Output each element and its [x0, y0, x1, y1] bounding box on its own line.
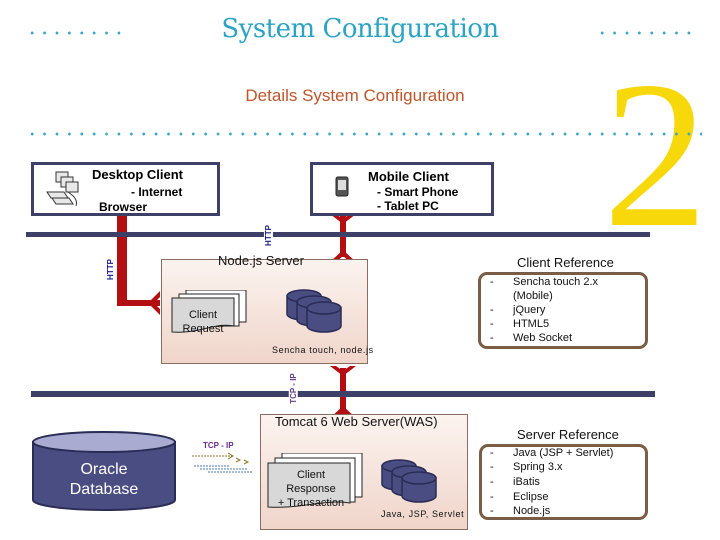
nodejs-server-title: Node.js Server	[218, 253, 304, 268]
dotted-divider-middle	[26, 132, 702, 136]
page-title: System Configuration	[221, 14, 499, 44]
client-ref-item: HTML5	[513, 318, 550, 330]
client-response-document-icon	[267, 453, 363, 508]
client-ref-dash: -	[490, 332, 494, 344]
mobile-client-detail-1: - Smart Phone	[377, 185, 459, 199]
section-number: 2	[603, 39, 708, 271]
client-response-line-3: + Transaction	[277, 497, 345, 509]
server-ref-dash: -	[490, 461, 494, 473]
mobile-client-box: Mobile Client - Smart Phone - Tablet PC	[310, 162, 494, 216]
client-ref-item: (Mobile)	[513, 290, 553, 302]
client-request-line-1: Client	[188, 309, 218, 321]
server-ref-item: Java (JSP + Servlet)	[513, 447, 614, 459]
server-ref-dash: -	[490, 447, 494, 459]
dotted-divider-top-left	[26, 31, 126, 35]
tomcat-server-title: Tomcat 6 Web Server(WAS)	[275, 414, 438, 429]
client-reference-title: Client Reference	[517, 255, 614, 270]
tomcat-stack-cylinders-icon	[381, 459, 437, 503]
client-ref-dash: -	[490, 304, 494, 316]
mobile-client-name: Mobile Client	[368, 169, 449, 184]
client-ref-item: Sencha touch 2.x	[513, 276, 599, 288]
client-ref-dash: -	[490, 276, 494, 288]
http-bus	[26, 232, 650, 237]
mobile-connector	[330, 214, 356, 262]
node-stack-cylinders-icon	[286, 289, 342, 333]
client-request-document-icon	[171, 290, 247, 333]
node-stack-label: Sencha touch, node.js	[272, 345, 374, 355]
client-ref-dash: -	[490, 318, 494, 330]
server-ref-dash: -	[490, 491, 494, 503]
client-request-line-2: Request	[182, 323, 224, 335]
oracle-database-label: Oracle Database	[33, 460, 175, 500]
dotted-divider-top-right	[596, 31, 696, 35]
bidirectional-transfer-arrows-icon	[192, 452, 252, 473]
tomcat-stack-label: Java, JSP, Servlet	[381, 509, 465, 519]
database-line-1: Oracle	[80, 461, 128, 478]
desktop-client-box: Desktop Client - Internet Browser	[31, 162, 220, 216]
server-ref-dash: -	[490, 505, 494, 517]
desktop-client-detail-1: - Internet	[131, 185, 183, 199]
mobile-client-detail-2: - Tablet PC	[377, 199, 439, 213]
server-ref-item: Eclipse	[513, 491, 549, 503]
client-ref-item: jQuery	[513, 304, 546, 316]
client-reference-box	[478, 272, 648, 349]
server-ref-item: Spring 3.x	[513, 461, 563, 473]
desktop-client-name: Desktop Client	[92, 167, 184, 182]
server-ref-item: iBatis	[513, 476, 540, 488]
tcp-bus	[31, 391, 655, 397]
client-ref-item: Web Socket	[513, 332, 573, 344]
oracle-database-icon	[32, 431, 176, 511]
tomcat-server-box	[260, 414, 468, 530]
server-reference-box	[479, 444, 648, 520]
server-ref-item: Node.js	[513, 505, 551, 517]
server-ref-dash: -	[490, 476, 494, 488]
page-subtitle: Details System Configuration	[245, 86, 465, 105]
http-label-mobile: HTTP	[263, 223, 273, 248]
client-response-line-2: Response	[286, 483, 336, 495]
networked-computers-icon	[46, 171, 79, 207]
client-response-line-1: Client	[296, 469, 326, 481]
client-response-label: Client Response + Transaction	[270, 468, 352, 510]
tcp-ip-label-db: TCP - IP	[203, 441, 234, 450]
server-reference-title: Server Reference	[517, 427, 619, 442]
client-request-label: Client Request	[172, 308, 234, 336]
database-line-2: Database	[69, 481, 139, 498]
tcp-ip-label-server: TCP - IP	[288, 372, 298, 405]
http-label-desktop: HTTP	[105, 259, 115, 280]
desktop-client-detail-2: Browser	[99, 200, 148, 214]
mobile-phone-icon	[335, 176, 349, 197]
